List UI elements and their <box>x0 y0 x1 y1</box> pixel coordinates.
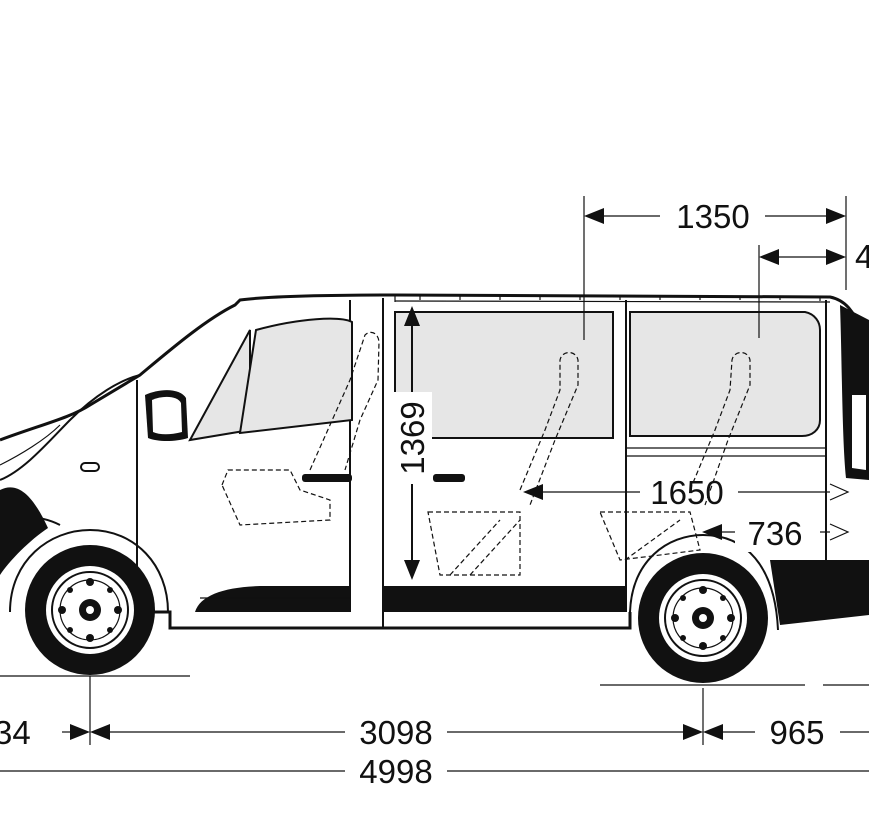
label-1350: 1350 <box>676 198 749 235</box>
front-wheel <box>9 528 169 675</box>
label-965: 965 <box>769 714 824 751</box>
dimension-partial-right: 4 <box>758 238 869 338</box>
label-3098: 3098 <box>359 714 432 751</box>
label-4: 4 <box>855 238 869 275</box>
dimension-cargo-length-upper: 1350 <box>583 196 847 340</box>
label-4998: 4998 <box>359 753 432 790</box>
label-34: 34 <box>0 714 31 751</box>
label-1369: 1369 <box>394 401 431 474</box>
rear-wheel <box>629 533 779 683</box>
interior-seats <box>221 331 751 576</box>
dimension-floor-length: 1650 <box>523 474 850 511</box>
label-736: 736 <box>747 515 802 552</box>
label-1650: 1650 <box>650 474 723 511</box>
van-body <box>0 293 869 630</box>
dimension-rear-overhang-inner: 736 <box>702 512 850 552</box>
dimension-bottom-row: 34 3098 965 4998 <box>0 676 869 790</box>
dimension-interior-height: 1369 <box>394 306 432 580</box>
